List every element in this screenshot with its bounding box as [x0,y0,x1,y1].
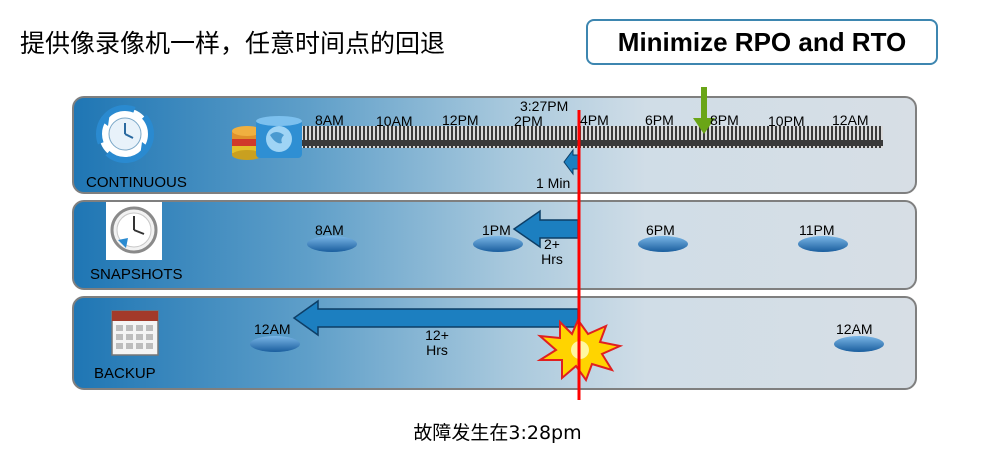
continuous-time-label: 8AM [315,112,344,128]
backup-calendar-icon [111,310,159,356]
green-pointer-arrow [693,87,715,134]
snapshot-disk [638,236,688,252]
continuous-timeline-bar [300,126,883,148]
snapshot-time-label: 6PM [646,222,675,238]
continuous-time-label: 12PM [442,112,479,128]
backup-gap-unit: Hrs [426,342,448,358]
continuous-time-label: 10PM [768,113,805,129]
snapshot-disk [307,236,357,252]
snapshots-label: SNAPSHOTS [90,266,183,283]
backup-gap-value: 12+ [425,327,449,343]
page-title: 提供像录像机一样，任意时间点的回退 [20,29,446,58]
headline-text: Minimize RPO and RTO [617,26,907,57]
snapshot-disk [473,236,523,252]
snapshot-clock-icon [106,202,162,260]
continuous-gap-arrow [563,148,579,176]
continuous-time-label: 6PM [645,112,674,128]
backup-time-label: 12AM [836,321,873,337]
snapshot-disk [798,236,848,252]
snapshot-gap-label: 2+ Hrs [530,237,574,267]
snapshot-time-label: 11PM [799,222,835,238]
continuous-clock-icon [96,105,154,163]
failure-marker-label: 3:27PM [520,98,569,114]
continuous-gap-label: 1 Min [536,175,571,191]
backup-disk [834,336,884,352]
snapshot-gap-unit: Hrs [541,251,563,267]
backup-gap-arrow [292,299,579,337]
backup-label: BACKUP [94,365,156,382]
snapshot-gap-value: 2+ [544,236,560,252]
snapshot-time-label: 8AM [315,222,344,238]
continuous-time-label: 12AM [832,112,869,128]
failure-caption: 故障发生在3:28pm [413,422,582,444]
headline-box: Minimize RPO and RTO [586,19,938,65]
snapshot-time-label: 1PM [482,222,511,238]
backup-time-label: 12AM [254,321,291,337]
backup-gap-label: 12+ Hrs [415,328,459,358]
continuous-time-label: 4PM [580,112,609,128]
snapshot-gap-arrow [512,209,579,249]
continuous-time-label: 2PM [514,113,543,129]
continuous-time-label: 10AM [376,113,413,129]
backup-disk [250,336,300,352]
continuous-time-label: 8PM [710,112,739,128]
continuous-label: CONTINUOUS [86,174,187,191]
database-icon [232,116,302,160]
